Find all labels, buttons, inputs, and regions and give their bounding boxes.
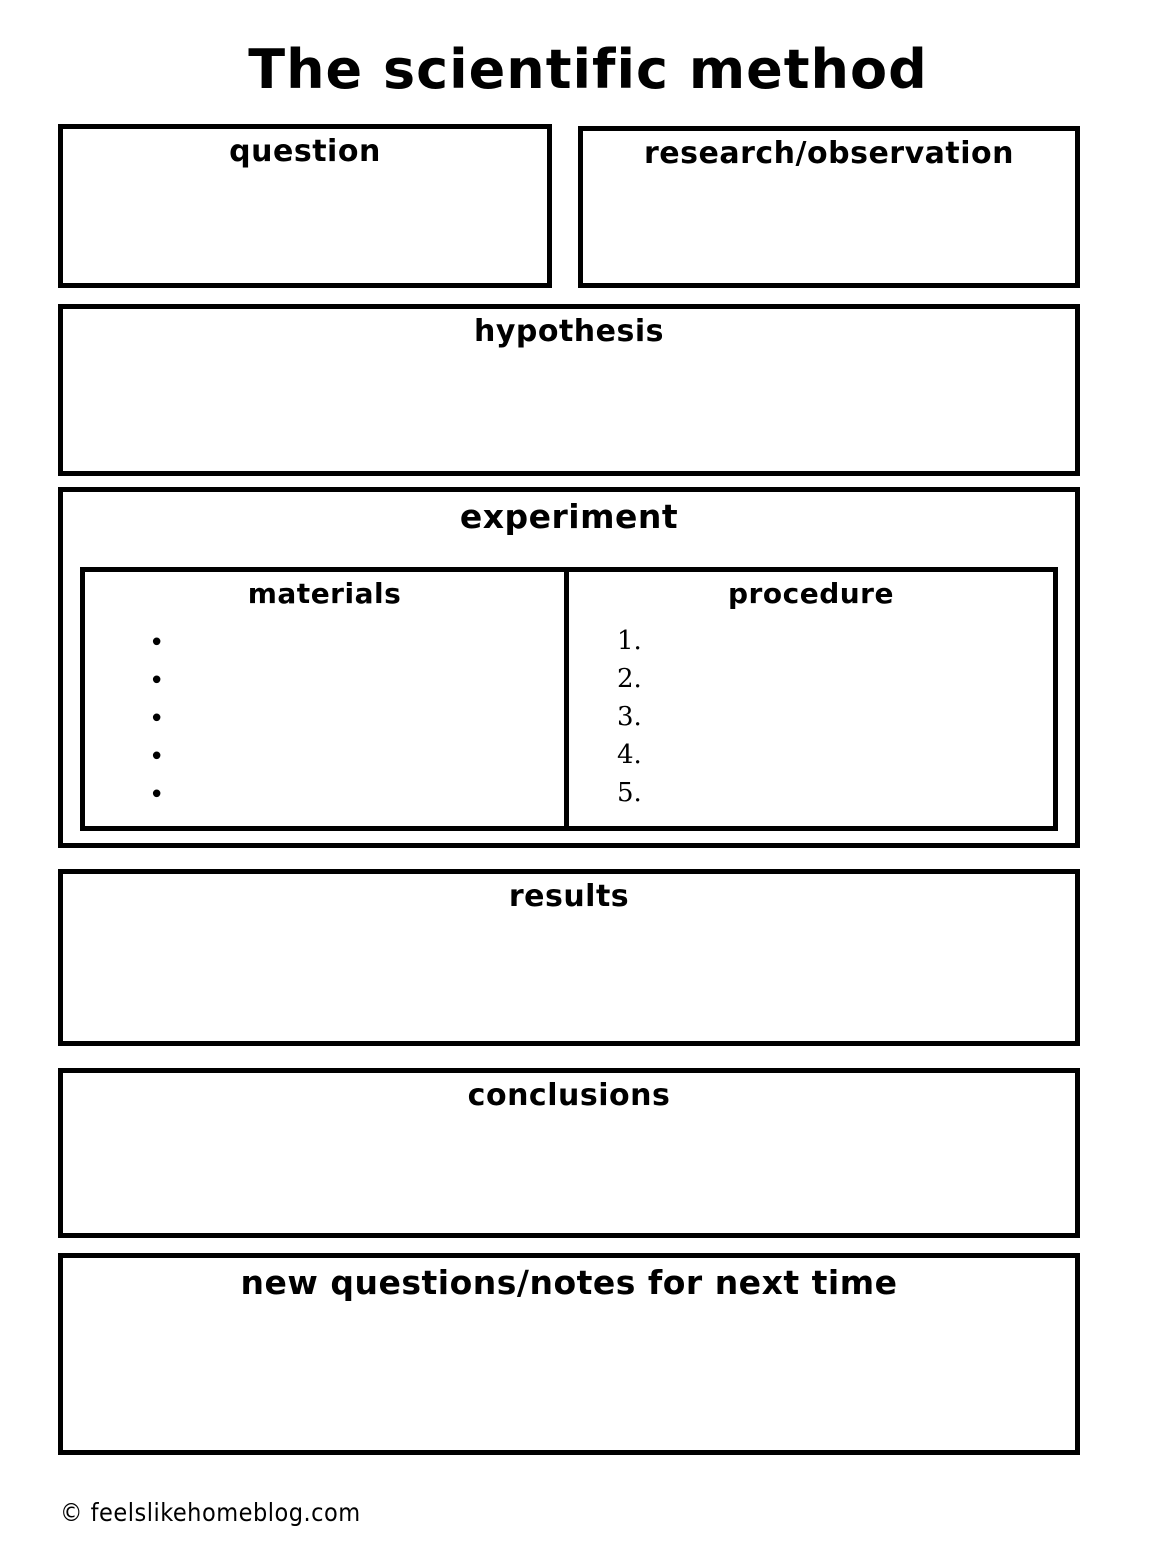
page-title: The scientific method — [248, 38, 928, 101]
list-item[interactable]: 5. — [617, 778, 642, 808]
section-experiment[interactable]: experiment materials procedure 1. 2. 3. — [58, 487, 1080, 848]
materials-list — [85, 610, 564, 814]
section-hypothesis-label: hypothesis — [473, 314, 665, 349]
section-question-label: question — [229, 134, 381, 169]
section-research-observation[interactable]: research/observation — [578, 126, 1080, 288]
list-item[interactable] — [149, 776, 564, 814]
column-procedure-label: procedure — [728, 577, 894, 610]
list-item[interactable]: 3. — [617, 702, 642, 732]
section-question[interactable]: question — [58, 124, 552, 288]
copyright-footer: © feelslikehomeblog.com — [60, 1498, 361, 1527]
list-item[interactable] — [149, 738, 564, 776]
section-results-label: results — [508, 879, 630, 914]
section-results[interactable]: results — [58, 869, 1080, 1046]
list-item[interactable]: 1. — [617, 626, 642, 656]
section-conclusions-label: conclusions — [467, 1078, 671, 1113]
list-item[interactable] — [149, 700, 564, 738]
section-new-questions-label: new questions/notes for next time — [240, 1263, 898, 1302]
section-new-questions[interactable]: new questions/notes for next time — [58, 1253, 1080, 1455]
section-hypothesis[interactable]: hypothesis — [58, 304, 1080, 476]
procedure-list: 1. 2. 3. 4. 5. — [569, 610, 1053, 812]
experiment-inner-box: materials procedure 1. 2. 3. 4. 5. — [80, 567, 1058, 831]
column-materials[interactable]: materials — [85, 572, 569, 826]
column-materials-label: materials — [247, 577, 402, 610]
section-experiment-label: experiment — [459, 497, 679, 536]
list-item[interactable] — [149, 662, 564, 700]
column-procedure[interactable]: procedure 1. 2. 3. 4. 5. — [569, 572, 1053, 826]
list-item[interactable]: 4. — [617, 740, 642, 770]
list-item[interactable] — [149, 624, 564, 662]
list-item[interactable]: 2. — [617, 664, 642, 694]
section-research-observation-label: research/observation — [644, 136, 1014, 171]
section-conclusions[interactable]: conclusions — [58, 1068, 1080, 1238]
